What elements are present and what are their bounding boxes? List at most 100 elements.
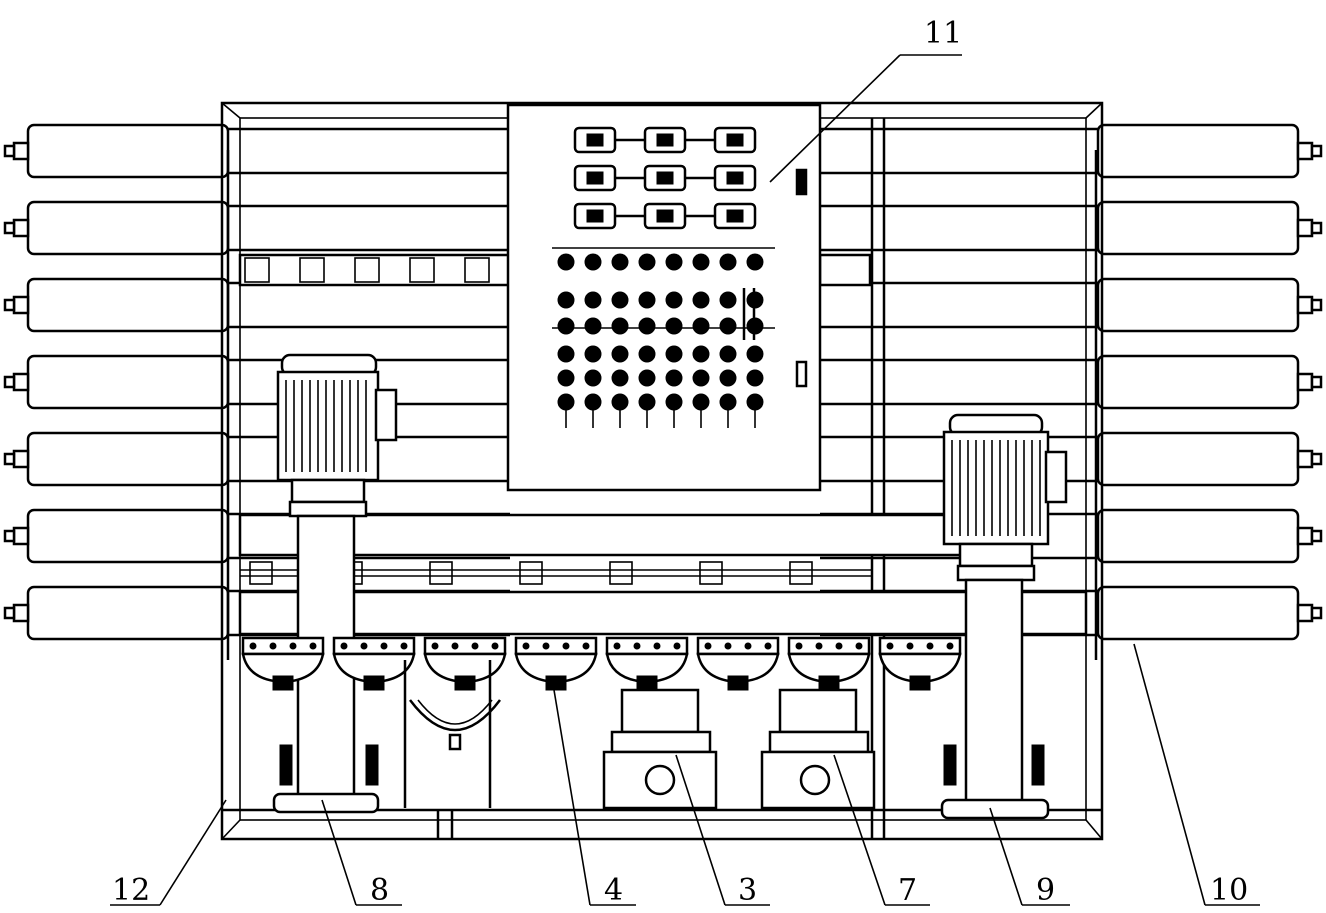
membrane-vessel [3,277,510,333]
cartridge-filter [423,636,507,691]
terminal [584,317,602,335]
terminal [557,369,575,387]
pipe-fitting [464,257,490,283]
membrane-vessels-left [3,123,510,641]
cartridge-filter [696,636,780,691]
terminal [638,291,656,309]
terminal [719,317,737,335]
terminal [611,345,629,363]
terminal [746,253,764,271]
terminal [584,345,602,363]
callout-3: 3 [738,873,757,908]
circuit-breaker [713,164,757,192]
callout-7: 7 [898,873,917,908]
pipe-fitting [429,561,453,585]
callout-10: 10 [1210,873,1248,908]
membrane-vessel [820,431,1323,487]
terminal [557,317,575,335]
cartridge-filter [605,636,689,691]
membrane-vessel [3,123,510,179]
membrane-vessel [3,354,510,410]
terminal [611,393,629,411]
cartridge-filters [241,636,962,691]
terminal [557,291,575,309]
terminal [746,369,764,387]
circuit-breaker [573,202,645,230]
circuit-breaker [713,202,757,230]
cabinet-breakers [573,126,757,230]
cartridge-filter [787,636,871,691]
cartridge-filter [878,636,962,691]
circuit-breaker [573,126,645,154]
terminal [611,253,629,271]
terminal [719,291,737,309]
terminal [584,393,602,411]
terminal [692,345,710,363]
terminal [719,393,737,411]
terminal [746,345,764,363]
pipe-fitting [519,561,543,585]
callout-labels: 11 12 8 4 3 7 9 10 [112,16,1248,908]
callout-8: 8 [370,873,389,908]
terminal [638,393,656,411]
membrane-vessel [820,354,1323,410]
terminal [584,291,602,309]
membrane-vessel [820,277,1323,333]
pipe-fitting [699,561,723,585]
callout-9: 9 [1036,873,1055,908]
pipe-fitting [249,561,273,585]
terminal [665,317,683,335]
cartridge-filter [332,636,416,691]
terminal [557,253,575,271]
circuit-breaker [643,126,715,154]
terminal [719,253,737,271]
leader-lines [110,54,1260,906]
circuit-breaker [643,202,715,230]
callout-12: 12 [112,873,150,908]
terminal [611,291,629,309]
terminal [584,253,602,271]
pipe-fitting [354,257,380,283]
membrane-vessels-right [820,123,1323,641]
terminal [665,291,683,309]
booster-pump-3 [602,688,718,810]
terminal [692,369,710,387]
callout-4: 4 [604,873,623,908]
pipe-fitting [609,561,633,585]
pipe-fitting [244,257,270,283]
terminal [638,317,656,335]
circuit-breaker [643,164,715,192]
membrane-vessel [3,431,510,487]
circuit-breaker [573,164,645,192]
high-pressure-pump-left [272,353,398,814]
circuit-breaker [713,126,757,154]
terminal [557,345,575,363]
high-pressure-pump-right [940,413,1068,820]
terminal [611,317,629,335]
terminal [719,369,737,387]
terminal [746,393,764,411]
terminal [638,345,656,363]
terminal [557,393,575,411]
terminal [692,253,710,271]
terminal [665,393,683,411]
terminal [665,253,683,271]
terminal [665,345,683,363]
control-cabinet [506,103,822,492]
cartridge-filter [241,636,325,691]
pipe-fitting [789,561,813,585]
booster-pump-7 [760,688,876,810]
terminal [692,291,710,309]
cabinet-terminals [552,247,775,428]
membrane-vessel [820,200,1323,256]
terminal [584,369,602,387]
membrane-vessel [3,200,510,256]
pipe-fitting [299,257,325,283]
terminal [719,345,737,363]
terminal [638,369,656,387]
cartridge-filter [514,636,598,691]
drain-loop [403,660,501,808]
terminal [638,253,656,271]
terminal [665,369,683,387]
